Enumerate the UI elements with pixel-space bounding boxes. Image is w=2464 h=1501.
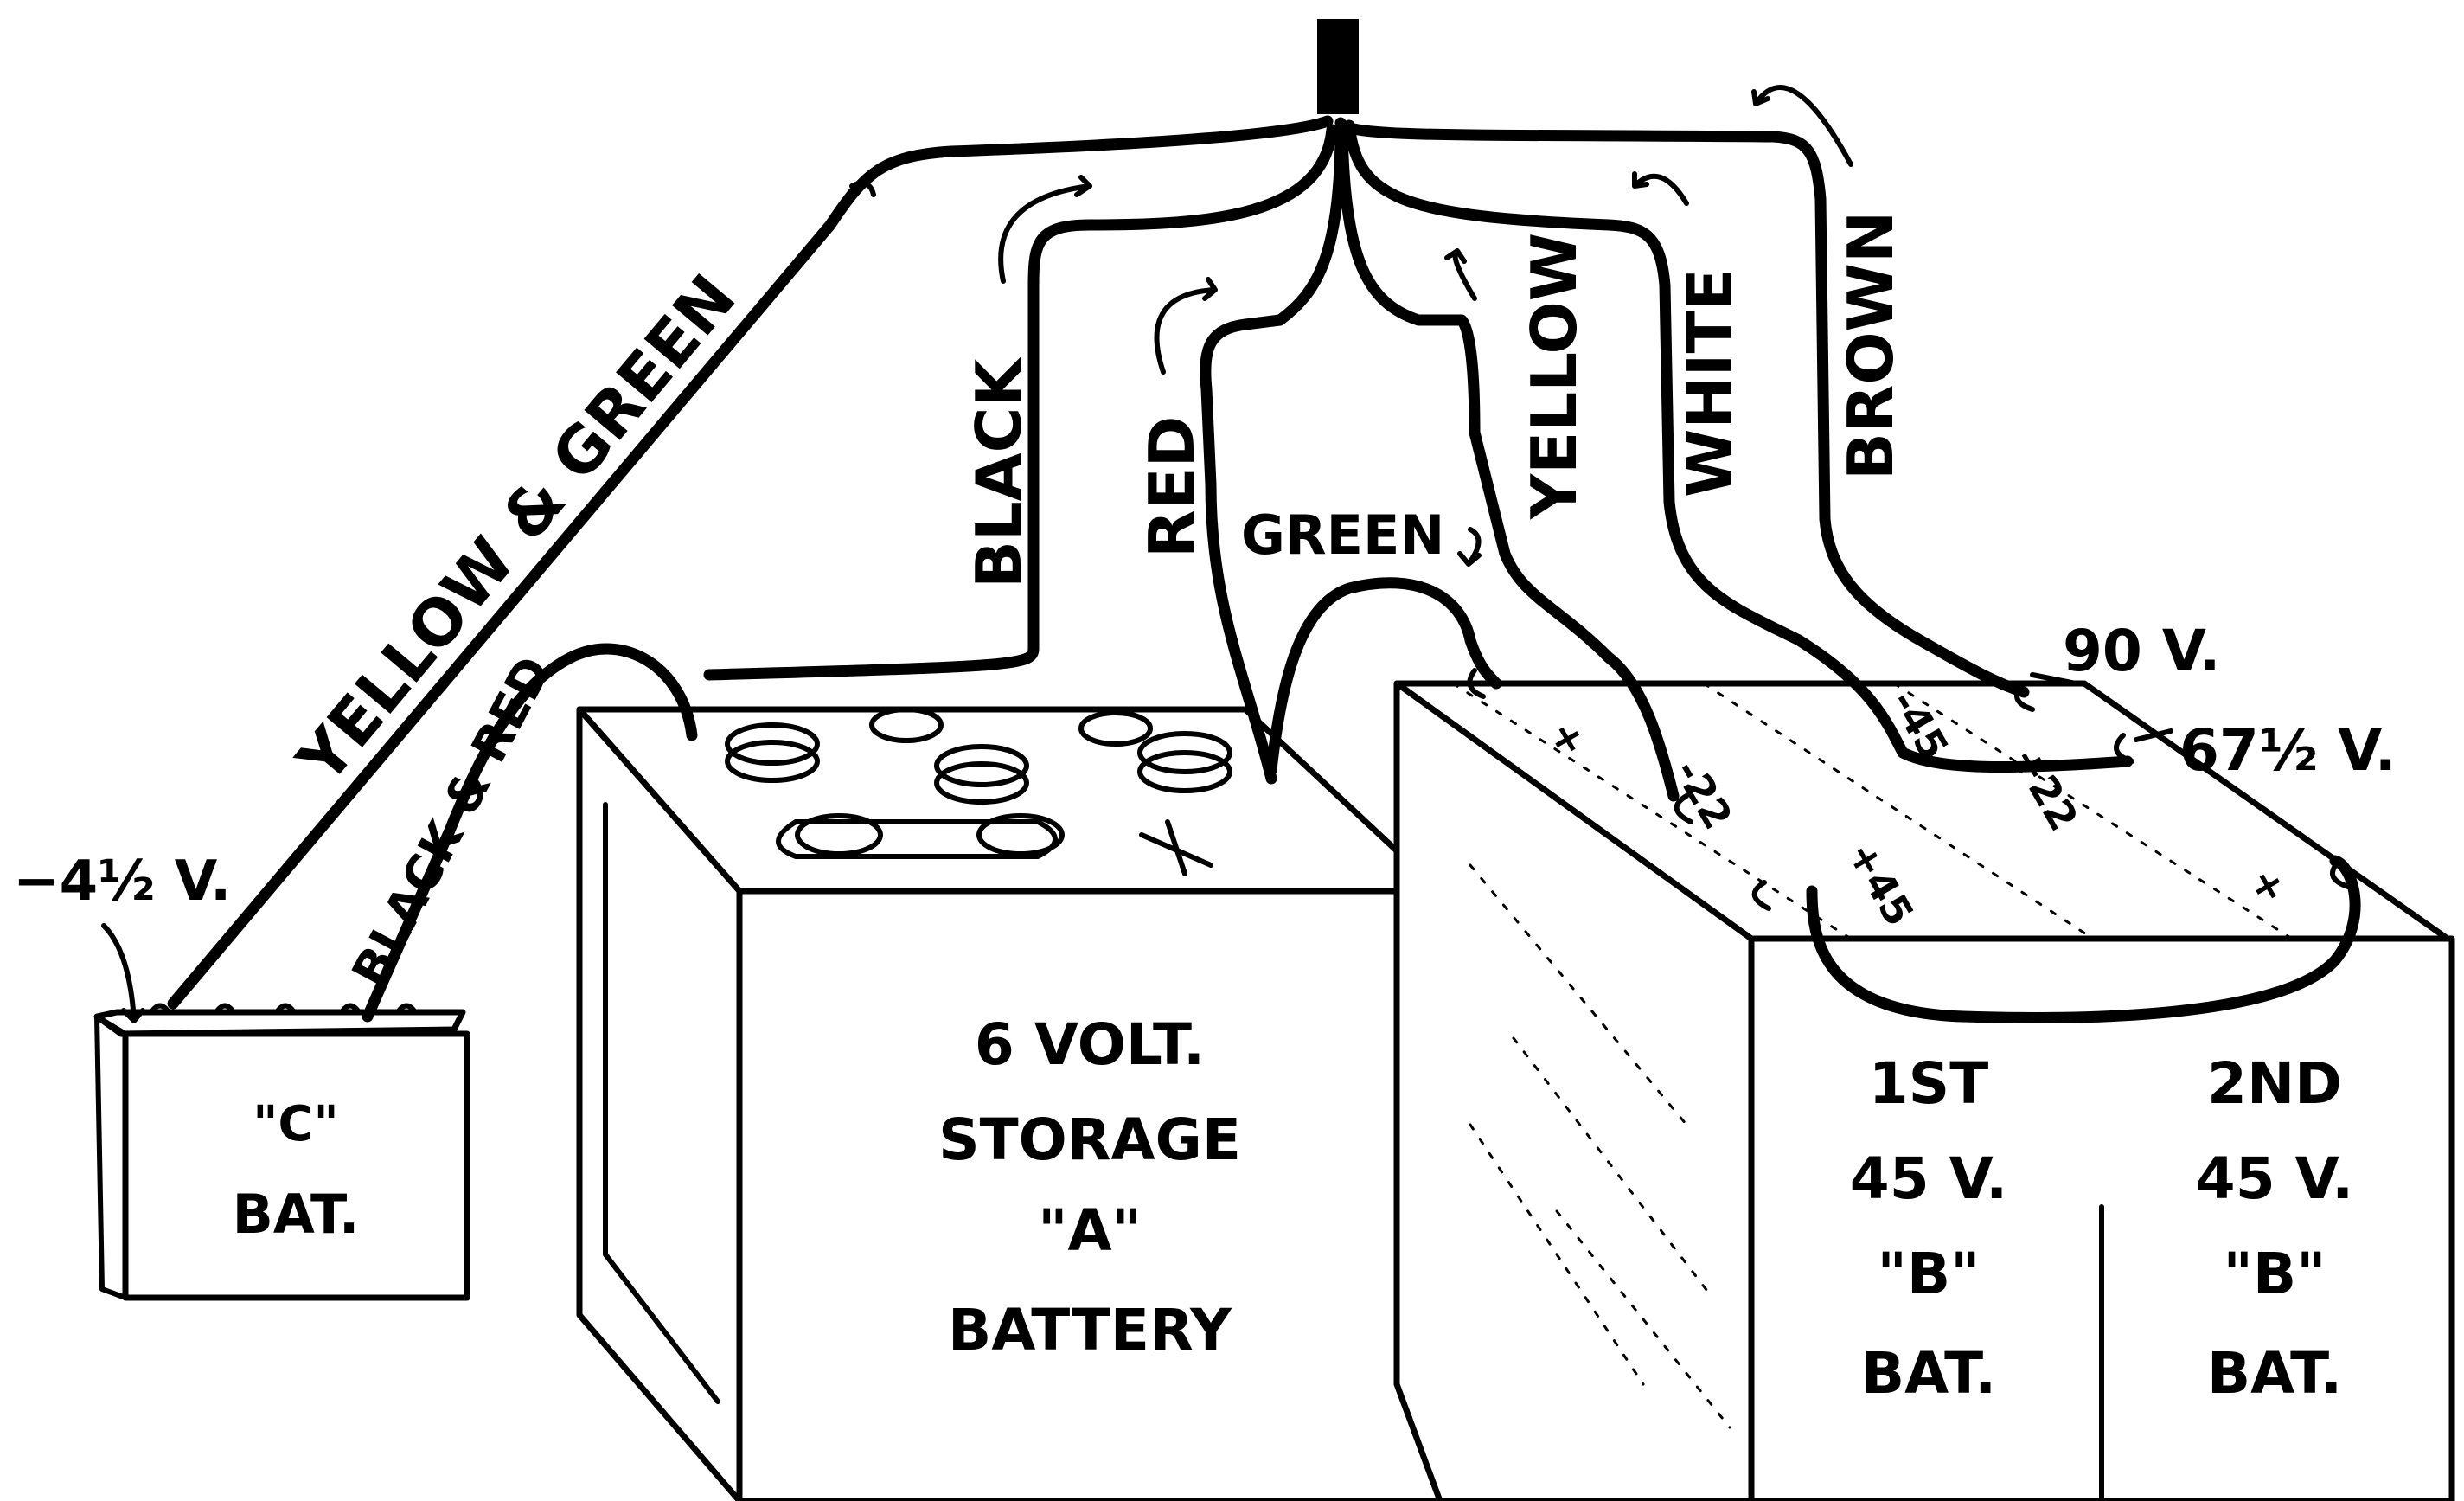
a-battery-label-2: STORAGE	[938, 1107, 1241, 1173]
wire-white	[1343, 119, 2134, 773]
b1-label-4: BAT.	[1861, 1340, 1996, 1407]
c-battery-label-2: BAT.	[233, 1183, 360, 1246]
wire-green	[1265, 577, 1502, 776]
c-battery-label-1: "C"	[253, 1096, 338, 1152]
b-batteries: + -22 -45 +45 +22 + 1ST 45 V. "B" BAT. 2…	[1393, 668, 2455, 1501]
b2-label-3: "B"	[2223, 1241, 2326, 1307]
c-battery-terminals	[149, 1003, 418, 1015]
cable-bundle	[1317, 19, 1359, 114]
a-battery: 6 VOLT. STORAGE "A" BATTERY	[576, 706, 1443, 1501]
wire-yellow	[1336, 124, 1680, 802]
label-red: RED	[1136, 416, 1208, 558]
wire-black	[703, 124, 1338, 681]
b2-label-1: 2ND	[2207, 1050, 2342, 1117]
label-90v: 90 V.	[2063, 618, 2220, 684]
label-yellow: YELLOW	[1518, 233, 1590, 520]
a-battery-label-3: "A"	[1038, 1197, 1142, 1264]
voltage-labels: −4½ V. 90 V. 67½ V.	[13, 618, 2397, 914]
a-battery-posts	[725, 707, 1232, 876]
label-green: GREEN	[1241, 504, 1444, 567]
c-battery: "C" BAT.	[93, 1003, 470, 1301]
a-battery-label-4: BATTERY	[948, 1297, 1232, 1363]
label-white: WHITE	[1674, 268, 1746, 497]
wire-black-red	[362, 643, 698, 1023]
wire-brown	[1334, 117, 2030, 698]
b1-label-1: 1ST	[1869, 1050, 1988, 1117]
b-battery-jumper	[1806, 855, 2361, 1023]
b1-label-3: "B"	[1877, 1241, 1980, 1307]
b1-label-2: 45 V.	[1850, 1145, 2007, 1212]
label-black: BLACK	[963, 357, 1035, 588]
label-c-voltage: −4½ V.	[13, 850, 231, 914]
label-brown: BROWN	[1834, 211, 1907, 480]
label-arrows	[101, 85, 2173, 1023]
b2-label-2: 45 V.	[2196, 1145, 2353, 1212]
a-battery-label-1: 6 VOLT.	[975, 1011, 1205, 1078]
wire-red	[1200, 124, 1347, 785]
label-67v: 67½ V.	[2179, 717, 2397, 784]
b2-label-4: BAT.	[2207, 1340, 2342, 1407]
